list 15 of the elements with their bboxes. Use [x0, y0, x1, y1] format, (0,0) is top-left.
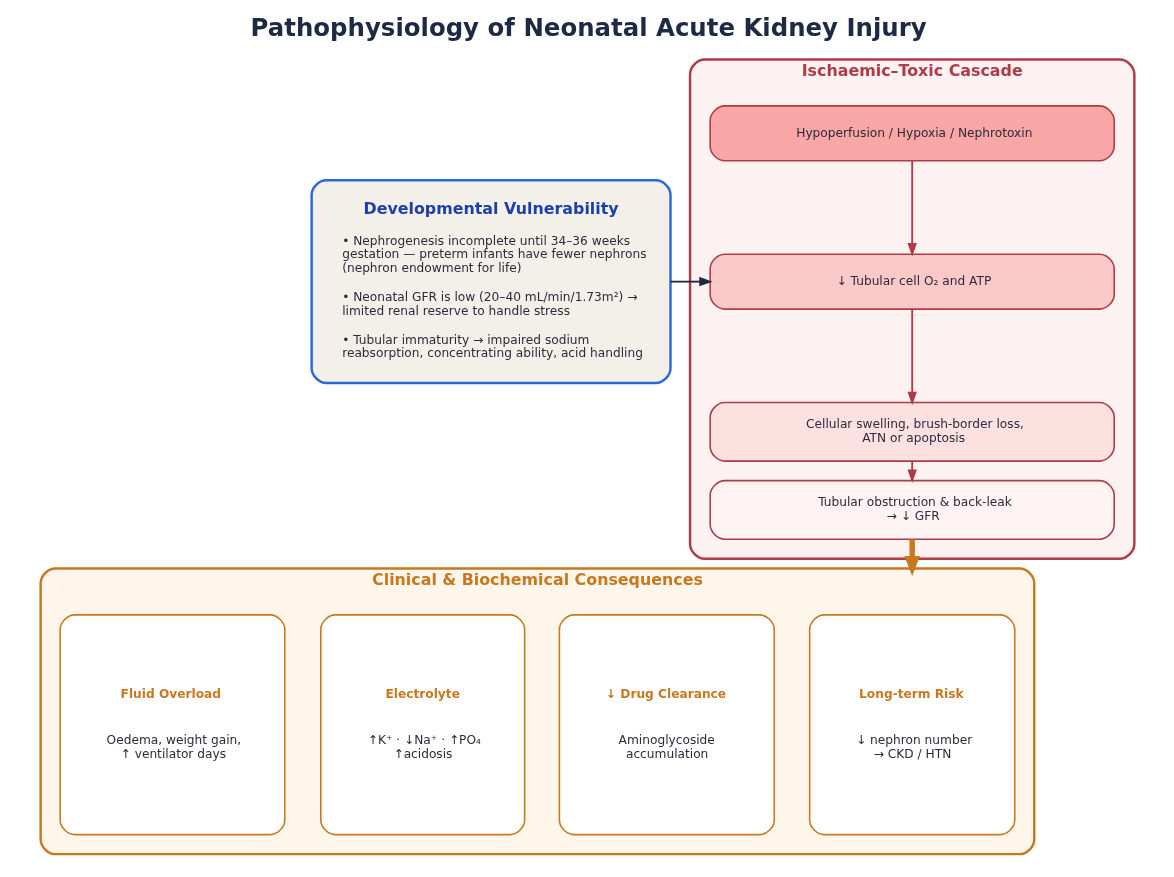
arrow	[907, 160, 917, 257]
diagram-title: Pathophysiology of Neonatal Acute Kidney Injury	[250, 13, 927, 43]
arrow	[907, 460, 917, 483]
node-box: ↓ Tubular cell O₂ and ATP	[708, 253, 1115, 310]
node-box: Cellular swelling, brush-border loss, ATN or apoptosis	[708, 401, 1115, 462]
node-box: Electrolyte ↑K⁺ · ↓Na⁺ · ↑PO₄ ↑acidosis	[319, 614, 525, 836]
arrow	[903, 539, 920, 576]
arrow	[669, 276, 713, 287]
node-box: Hypoperfusion / Hypoxia / Nephrotoxin	[708, 105, 1115, 162]
node-box: Tubular obstruction & back-leak → ↓ GFR	[708, 479, 1115, 540]
node-box: Fluid Overload Oedema, weight gain, ↑ ventilator days	[58, 614, 286, 836]
node-box: Long-term Risk ↓ nephron number → CKD / HTN	[808, 614, 1016, 836]
node-box: Developmental Vulnerability • Nephrogenesis incomplete until 34–36 weeks gestation — preterm infants have fewer nephrons (nephron endowment for life) • Neonatal GFR is low (20–40 mL/min/1.73m²) → limited renal reserve to handle stress • Tubular immaturity → impaired sodium reabsorption, concentrating ability, acid handling	[309, 179, 672, 385]
arrow	[907, 308, 917, 406]
node-box: ↓ Drug Clearance Aminoglycoside accumulation	[558, 614, 775, 836]
